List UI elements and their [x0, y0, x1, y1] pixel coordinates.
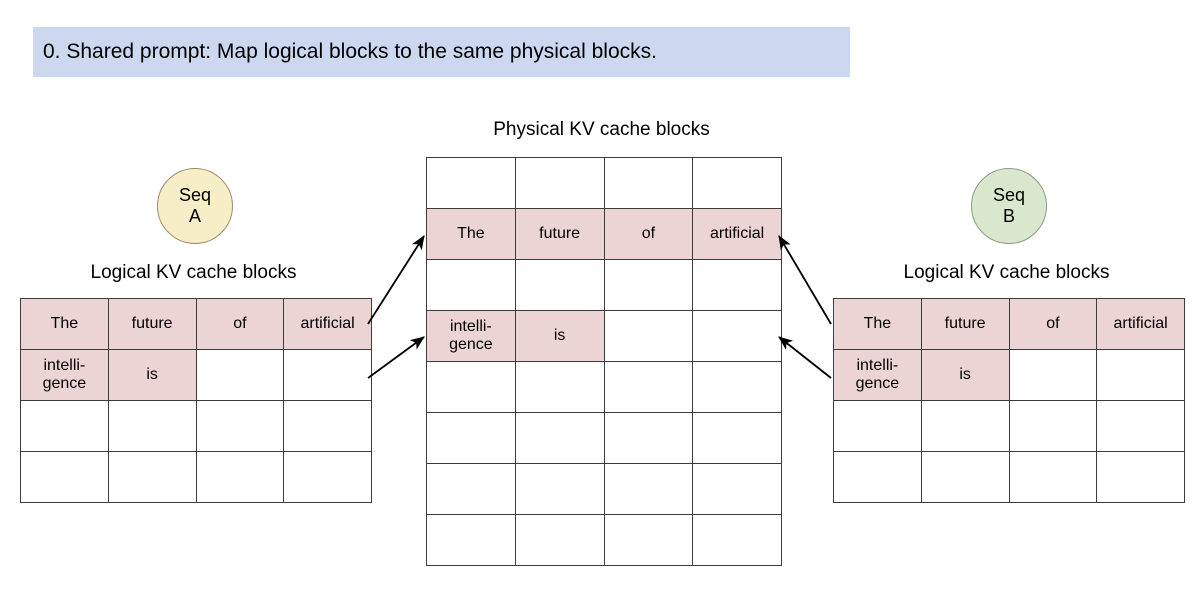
- seq-a-badge: Seq A: [157, 168, 233, 244]
- kv-block-empty: [1008, 400, 1098, 452]
- kv-block-empty: [426, 463, 516, 515]
- kv-block-filled: artificial: [692, 208, 782, 260]
- arrow-left-row2-to-physical-row4: [367, 336, 425, 379]
- table-row: [20, 400, 372, 452]
- kv-block-filled: artificial: [1096, 298, 1185, 350]
- kv-block-filled: The: [426, 208, 516, 260]
- kv-block-empty: [514, 259, 605, 311]
- kv-block-empty: [1096, 349, 1185, 401]
- kv-block-empty: [514, 412, 605, 464]
- table-row: [426, 361, 782, 413]
- kv-block-empty: [603, 310, 694, 362]
- seq-a-label-line1: Seq: [178, 184, 212, 205]
- prompt-banner: 0. Shared prompt: Map logical blocks to …: [33, 27, 850, 77]
- kv-block-empty: [1008, 349, 1098, 401]
- kv-block-empty: [426, 412, 516, 464]
- table-row: [426, 412, 782, 464]
- arrow-left-row1-to-physical-row2: [367, 235, 425, 325]
- kv-block-filled: of: [603, 208, 694, 260]
- kv-block-empty: [603, 412, 694, 464]
- kv-block-empty: [195, 349, 285, 401]
- kv-block-filled: future: [514, 208, 605, 260]
- kv-block-empty: [833, 451, 922, 503]
- kv-block-empty: [514, 463, 605, 515]
- kv-block-empty: [920, 451, 1010, 503]
- arrow-right-row2-to-physical-row4: [778, 336, 832, 379]
- kv-block-filled: future: [920, 298, 1010, 350]
- kv-block-empty: [692, 259, 782, 311]
- kv-block-empty: [692, 514, 782, 566]
- seq-a-label-line2: A: [188, 206, 201, 226]
- kv-block-empty: [426, 259, 516, 311]
- kv-block-empty: [426, 361, 516, 413]
- prompt-banner-text: 0. Shared prompt: Map logical blocks to …: [43, 40, 657, 64]
- table-row: [426, 514, 782, 566]
- kv-block-filled: of: [1008, 298, 1098, 350]
- kv-block-empty: [20, 451, 109, 503]
- kv-block-filled: future: [107, 298, 197, 350]
- kv-block-empty: [692, 157, 782, 209]
- kv-block-filled: of: [195, 298, 285, 350]
- kv-block-filled: intelli-gence: [426, 310, 516, 362]
- seq-b-label-line1: Seq: [992, 184, 1026, 205]
- kv-block-empty: [692, 310, 782, 362]
- kv-block-empty: [283, 349, 372, 401]
- kv-block-empty: [603, 514, 694, 566]
- seq-b-badge: Seq B: [971, 168, 1047, 244]
- logical-left-caption: Logical KV cache blocks: [90, 262, 297, 283]
- table-row: [426, 259, 782, 311]
- kv-block-filled: is: [107, 349, 197, 401]
- kv-block-empty: [107, 400, 197, 452]
- kv-block-empty: [426, 514, 516, 566]
- kv-block-empty: [1008, 451, 1098, 503]
- table-row: [833, 400, 1185, 452]
- kv-block-empty: [107, 451, 197, 503]
- table-row: [20, 451, 372, 503]
- physical-table-caption: Physical KV cache blocks: [493, 119, 710, 140]
- kv-block-empty: [920, 400, 1010, 452]
- kv-block-empty: [1096, 400, 1185, 452]
- kv-block-empty: [692, 463, 782, 515]
- kv-block-empty: [195, 400, 285, 452]
- kv-block-filled: is: [920, 349, 1010, 401]
- table-row: [833, 451, 1185, 503]
- kv-block-empty: [514, 514, 605, 566]
- kv-block-empty: [20, 400, 109, 452]
- kv-block-filled: intelli-gence: [833, 349, 922, 401]
- kv-block-empty: [1096, 451, 1185, 503]
- table-row: [426, 463, 782, 515]
- kv-block-empty: [426, 157, 516, 209]
- kv-block-empty: [603, 157, 694, 209]
- kv-block-filled: The: [20, 298, 109, 350]
- kv-block-empty: [283, 451, 372, 503]
- table-row: [426, 157, 782, 209]
- kv-block-empty: [195, 451, 285, 503]
- arrow-right-row1-to-physical-row2: [778, 235, 832, 325]
- kv-block-empty: [603, 259, 694, 311]
- kv-block-filled: intelli-gence: [20, 349, 109, 401]
- seq-b-label-line2: B: [1002, 206, 1015, 226]
- logical-right-caption: Logical KV cache blocks: [903, 262, 1110, 283]
- kv-block-empty: [283, 400, 372, 452]
- kv-block-empty: [514, 361, 605, 413]
- kv-block-filled: artificial: [283, 298, 372, 350]
- kv-block-filled: The: [833, 298, 922, 350]
- kv-block-empty: [514, 157, 605, 209]
- kv-block-empty: [692, 361, 782, 413]
- kv-block-empty: [692, 412, 782, 464]
- kv-block-empty: [603, 361, 694, 413]
- kv-block-empty: [603, 463, 694, 515]
- kv-block-empty: [833, 400, 922, 452]
- kv-block-filled: is: [514, 310, 605, 362]
